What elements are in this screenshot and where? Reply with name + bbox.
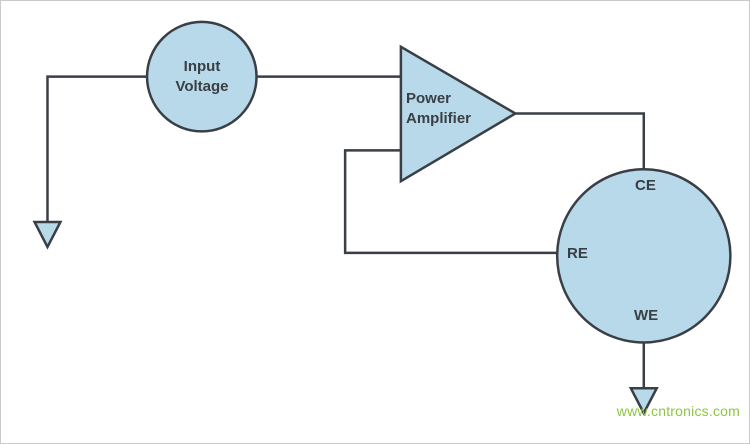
power-amplifier-label-line1: Power [406, 90, 452, 107]
power-amplifier-label: Power Amplifier [406, 89, 471, 129]
cell-terminal-we-label: WE [634, 307, 659, 324]
wire-amplifier-output-to-ce [515, 112, 646, 170]
input-voltage-label-line1: Input [183, 58, 221, 75]
input-voltage-label: Input Voltage [175, 57, 228, 97]
ground-symbol-right-icon [628, 387, 659, 416]
cell-terminal-ce-label: CE [635, 177, 656, 194]
wire-feedback-re-to-amplifier [343, 149, 559, 255]
cell-terminal-re-label: RE [567, 245, 588, 262]
wire-input-to-ground [46, 75, 148, 222]
ground-symbol-left-icon [32, 220, 63, 250]
input-voltage-label-line2: Voltage [175, 78, 229, 95]
power-amplifier-label-line2: Amplifier [406, 110, 472, 127]
power-amplifier-triangle [399, 44, 518, 184]
watermark-text: www.cntronics.com [616, 403, 740, 419]
